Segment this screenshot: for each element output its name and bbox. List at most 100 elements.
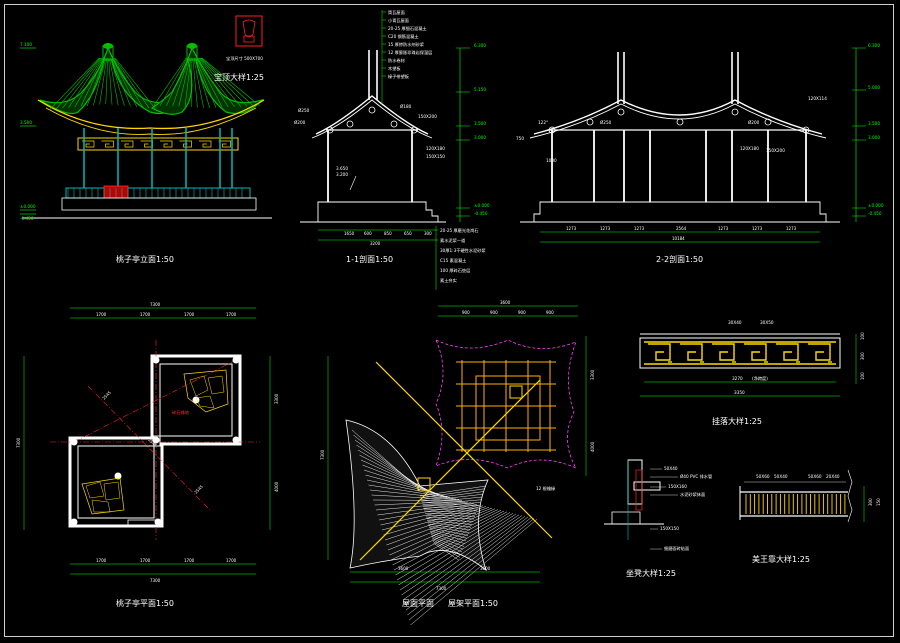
lattice-caption: 挂落大样1:25: [712, 416, 762, 426]
plan-dim-side: 3300: [274, 393, 279, 404]
plan-dim-top: 1700: [226, 312, 237, 317]
plan-dim-bottom: 1700: [96, 558, 107, 563]
plan-diagonal: 2545: [101, 390, 112, 401]
bench-label: 水泥砂浆抹面: [680, 491, 705, 498]
bench-label: 50X40: [664, 466, 678, 471]
s1-bottom-note: 素土夯实: [440, 277, 457, 284]
s1-member-5: 120X180: [426, 146, 445, 151]
s2-dim-total: 10184: [672, 236, 685, 241]
railing-caption: 美王靠大样1:25: [752, 554, 810, 564]
s1-level: 3.500: [474, 121, 486, 126]
s1-top-note: 20-25 厚细石混凝土: [388, 25, 427, 32]
plan-diagonal: 2545: [147, 437, 158, 448]
s2-dim: 1273: [752, 226, 763, 231]
roof-dim-top: 900: [518, 310, 526, 315]
railing-label: 50X60: [756, 474, 770, 479]
roof-dim-top: 900: [490, 310, 498, 315]
lattice-inner: 3270: [732, 376, 743, 381]
roof-dim-top: 900: [462, 310, 470, 315]
elevation-roof-right: [150, 46, 264, 115]
elev-level-3: ±0.000: [20, 204, 36, 209]
plan-dim-top: 1700: [96, 312, 107, 317]
finial-left: [102, 43, 114, 61]
s2-level: -0.450: [868, 211, 882, 216]
roof-dim-top: 3600: [500, 300, 511, 305]
s2-level: 3.500: [868, 121, 880, 126]
finial-detail-inset: 宝顶尺寸 500X700 宝顶大样1:25: [214, 15, 264, 82]
railing-side-dim: 150: [876, 498, 881, 506]
bench-label: Ø40 PVC 排水管: [680, 473, 712, 480]
bench-caption: 坐凳大样1:25: [626, 568, 676, 578]
bench-label: 细磨面砖贴面: [664, 545, 689, 552]
s1-level: 3.000: [474, 135, 486, 140]
lattice-side-dim: 100: [860, 372, 865, 380]
lattice-top-1: 30X40: [728, 320, 742, 325]
s1-top-note: 木望板: [388, 65, 401, 72]
s2-level: 5.000: [868, 85, 880, 90]
lattice-width: 3350: [734, 390, 745, 395]
roof-dim-top: 900: [546, 310, 554, 315]
s2-level: ±0.000: [868, 203, 884, 208]
s2-dim: 1273: [600, 226, 611, 231]
section-1-1-caption: 1-1剖面1:50: [346, 254, 393, 264]
finial-right: [186, 43, 198, 61]
roof-dim-side: 3300: [590, 369, 595, 380]
s1-member-4: 150X200: [418, 114, 437, 119]
s2-level: 3.000: [868, 135, 880, 140]
s1-tag-2: 3.200: [336, 172, 348, 177]
plan-dim-total: 7300: [150, 578, 161, 583]
s2-member-3: 120X180: [740, 146, 759, 151]
lattice-inner-note: (净跨度): [752, 375, 768, 382]
s2-dim: 1273: [786, 226, 797, 231]
roof-dim-bottom: 3600: [398, 566, 409, 571]
lattice-side-dim: 300: [860, 352, 865, 360]
roof-dim-bottom: 3600: [480, 566, 491, 571]
railing-label: 20X40: [826, 474, 840, 479]
s1-bottom-note: 100 厚碎石垫层: [440, 267, 470, 274]
s1-top-note: 筒瓦屋面: [388, 9, 405, 16]
s2-dim: 2564: [676, 226, 687, 231]
s2-tag-1: 1000: [546, 158, 557, 163]
section-2-2-caption: 2-2剖面1:50: [656, 254, 703, 264]
roof-dim-side: 7300: [320, 449, 325, 460]
s1-level: ±0.000: [474, 203, 490, 208]
s1-dim: 650: [404, 231, 412, 236]
plan-dim-top: 1700: [140, 312, 151, 317]
plan-dim-bottom: 1700: [184, 558, 195, 563]
roof-caption-left: 屋面平面: [402, 599, 434, 608]
finial-caption: 宝顶大样1:25: [214, 72, 264, 82]
front-elevation: 7.100 3.500 ±0.000 -0.450 宝顶尺寸 500X700 宝…: [20, 15, 272, 264]
s1-dim: 300: [424, 231, 432, 236]
s1-level: -0.450: [474, 211, 488, 216]
railing-side-dim: 300: [868, 498, 873, 506]
s1-top-note: 小青瓦屋面: [388, 17, 409, 24]
s2-member-2: Ø200: [748, 120, 760, 125]
s2-member-1: Ø250: [600, 120, 612, 125]
finial-note: 宝顶尺寸 500X700: [226, 55, 263, 62]
s2-member-5: 120X114: [808, 96, 827, 101]
plan-note: 碎石铺地: [172, 409, 190, 416]
bench-label: 150X150: [660, 526, 679, 531]
bench-label: 150X160: [668, 484, 687, 489]
s1-bottom-note: 20-25 厚磨光花岗石: [440, 227, 479, 234]
s1-top-note: C20 钢筋混凝土: [388, 33, 419, 40]
s1-member-2: Ø200: [294, 120, 306, 125]
s2-angle: 122°: [538, 120, 548, 125]
drawing-border: [4, 4, 894, 637]
plan-dim-bottom: 1700: [140, 558, 151, 563]
s1-top-note: 12 厚膨胀珍珠岩保温层: [388, 49, 432, 56]
roof-note: 12 根檐椽: [536, 485, 556, 492]
s2-dim: 1273: [634, 226, 645, 231]
s1-member-3: Ø180: [400, 104, 412, 109]
plan-dim-top: 1700: [184, 312, 195, 317]
elev-level-4: -0.450: [20, 216, 34, 221]
plan-dim-side: 7300: [16, 437, 21, 448]
plan-outline-outer: [68, 354, 242, 528]
